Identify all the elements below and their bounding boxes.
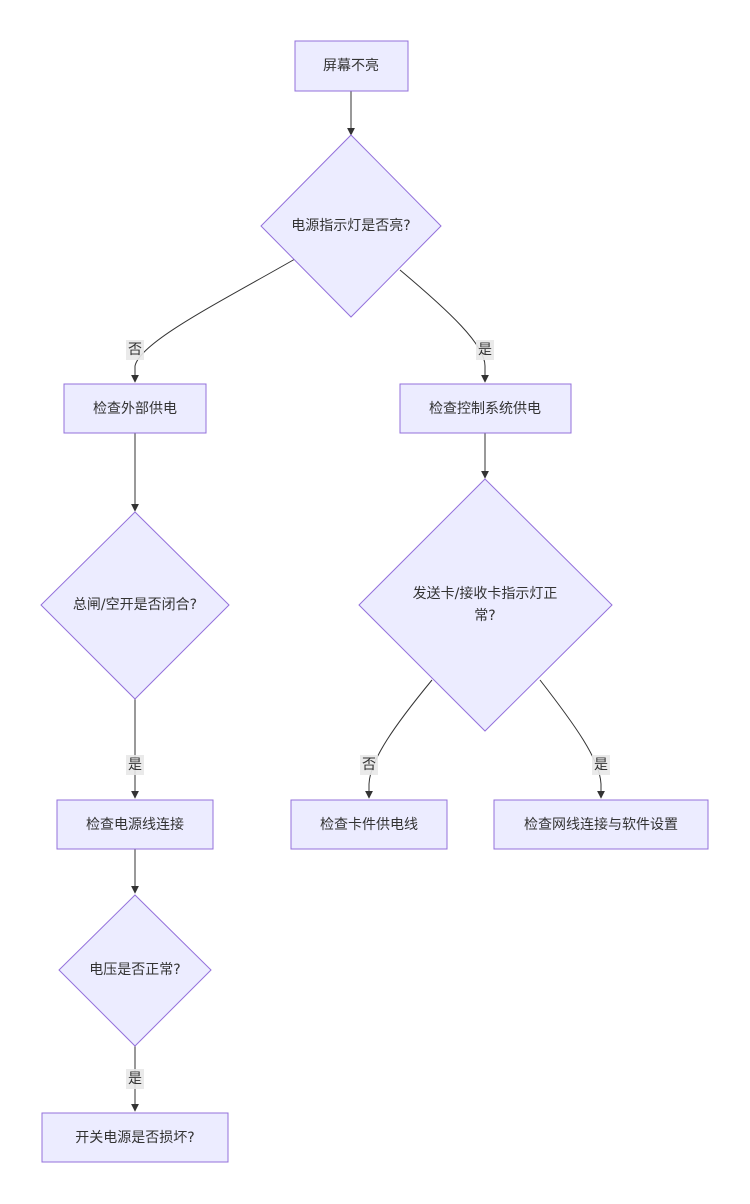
edge-label-breaker-yes-text: 是 xyxy=(128,757,142,773)
edge-label-voltage-yes: 是 xyxy=(126,1069,144,1089)
node-q-switch: 开关电源是否损坏? xyxy=(41,1112,229,1163)
node-q-voltage-label: 电压是否正常? xyxy=(89,962,180,978)
edge-label-breaker-yes: 是 xyxy=(126,755,144,775)
node-q-breaker-label: 总闸/空开是否闭合? xyxy=(73,597,197,613)
node-check-card-power: 检查卡件供电线 xyxy=(290,799,448,850)
node-q-power-light-label: 电源指示灯是否亮? xyxy=(291,217,410,234)
edge-label-light-no: 否 xyxy=(126,340,144,360)
node-check-external-label: 检查外部供电 xyxy=(93,401,177,417)
node-q-card-light-label-line1: 发送卡/接收卡指示灯正 xyxy=(413,585,558,602)
node-check-control-label: 检查控制系统供电 xyxy=(429,401,541,417)
edge-power-light-to-control xyxy=(399,269,489,383)
edge-label-card-no: 否 xyxy=(360,755,378,775)
node-q-card-light-label-line2: 常? xyxy=(474,608,495,624)
edge-label-card-no-text: 否 xyxy=(362,757,376,773)
edge-label-card-yes: 是 xyxy=(592,755,610,775)
edges xyxy=(131,91,605,1112)
edge-card-light-to-network xyxy=(539,679,605,799)
node-check-cable: 检查电源线连接 xyxy=(56,799,214,850)
node-check-network-label: 检查网线连接与软件设置 xyxy=(524,816,678,833)
node-q-switch-label: 开关电源是否损坏? xyxy=(75,1130,194,1146)
node-start: 屏幕不亮 xyxy=(294,40,409,92)
nodes: 屏幕不亮 电源指示灯是否亮? 检查外部供电 检查控制系统供电 总闸/空开是否闭合… xyxy=(40,40,709,1163)
node-check-network: 检查网线连接与软件设置 xyxy=(493,799,709,850)
edge-power-light-to-external xyxy=(131,258,296,383)
edge-label-light-no-text: 否 xyxy=(128,342,142,358)
node-check-control: 检查控制系统供电 xyxy=(399,383,572,434)
node-check-cable-label: 检查电源线连接 xyxy=(86,816,184,833)
node-check-external: 检查外部供电 xyxy=(63,383,207,434)
node-q-breaker: 总闸/空开是否闭合? xyxy=(40,511,230,700)
node-q-voltage: 电压是否正常? xyxy=(58,894,212,1047)
edge-label-voltage-yes-text: 是 xyxy=(128,1071,142,1087)
edge-labels: 否 是 是 否 是 是 xyxy=(126,340,610,1089)
node-q-card-light: 发送卡/接收卡指示灯正 常? xyxy=(358,478,613,732)
edge-label-light-yes-text: 是 xyxy=(478,342,492,358)
node-start-label: 屏幕不亮 xyxy=(323,57,379,74)
node-q-power-light: 电源指示灯是否亮? xyxy=(260,134,442,318)
node-check-card-power-label: 检查卡件供电线 xyxy=(320,817,418,833)
edge-label-light-yes: 是 xyxy=(476,340,494,360)
edge-label-card-yes-text: 是 xyxy=(594,757,608,773)
edge-card-light-to-card-power xyxy=(365,679,433,799)
